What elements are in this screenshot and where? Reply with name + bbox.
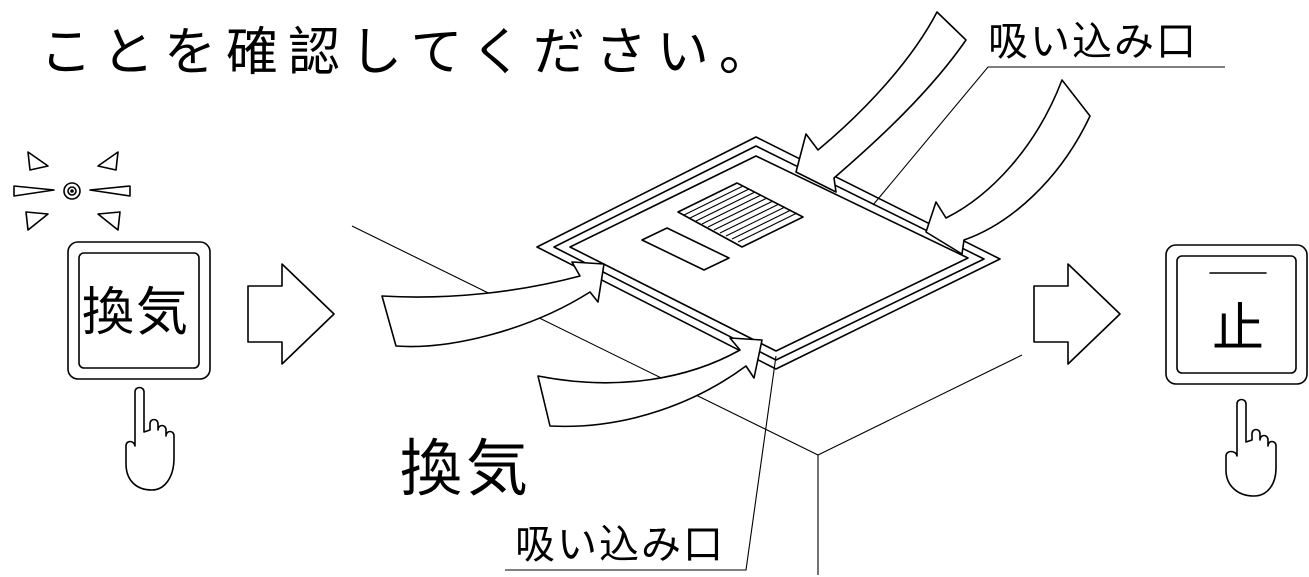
- fan-grille-slats: [683, 185, 798, 243]
- intake-label-top: 吸い込み口: [988, 19, 1198, 65]
- intake-label-bottom: 吸い込み口: [515, 522, 725, 568]
- intake-arrows-top: [795, 11, 1091, 255]
- label-leaders: [505, 66, 1225, 571]
- stop-button-label: 止: [1212, 299, 1266, 359]
- ventilation-button-label: 換気: [82, 283, 190, 343]
- instruction-text: ことを確認してください。: [40, 23, 781, 83]
- indicator-lamp-icon: [13, 151, 131, 231]
- intake-arrows-bottom: [381, 261, 763, 428]
- stop-button[interactable]: 止: [1165, 244, 1308, 385]
- airflow-label: 換気: [400, 432, 532, 505]
- fan-label-plate: [641, 227, 730, 271]
- step-arrow-2: [1033, 263, 1121, 365]
- pointing-hand-icon: [125, 386, 175, 491]
- fan-grille: [677, 182, 804, 248]
- pointing-hand-icon: [1225, 398, 1277, 497]
- ventilation-button[interactable]: 換気: [67, 241, 211, 380]
- ceiling-fan-unit: [536, 136, 1001, 370]
- step-arrow-1: [247, 263, 335, 365]
